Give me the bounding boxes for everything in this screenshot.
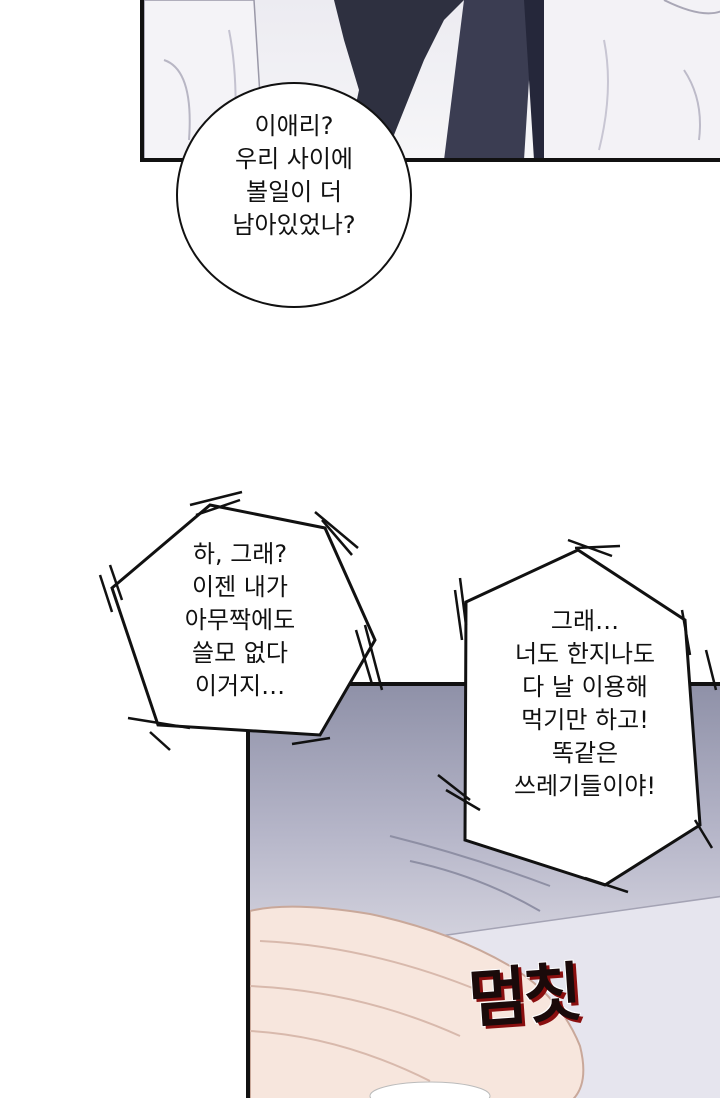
speech-bubble-right-text: 그래… 너도 한지나도 다 날 이용해 먹기만 하고! 똑같은 쓰레기들이야! bbox=[513, 607, 657, 800]
spiky-bubble-left bbox=[98, 490, 384, 751]
speech-bubble-top-text: 이애리? 우리 사이에 볼일이 더 남아있었나? bbox=[232, 112, 356, 239]
speech-bubble-top: 이애리? 우리 사이에 볼일이 더 남아있었나? bbox=[176, 82, 412, 308]
speech-bubble-left-text: 하, 그래? 이젠 내가 아무짝에도 쓸모 없다 이거지… bbox=[184, 540, 296, 700]
sound-effect-text: 멈칫 bbox=[465, 955, 581, 1038]
bottom-panel-art bbox=[250, 835, 720, 1098]
spiky-bubble-right bbox=[437, 538, 718, 894]
